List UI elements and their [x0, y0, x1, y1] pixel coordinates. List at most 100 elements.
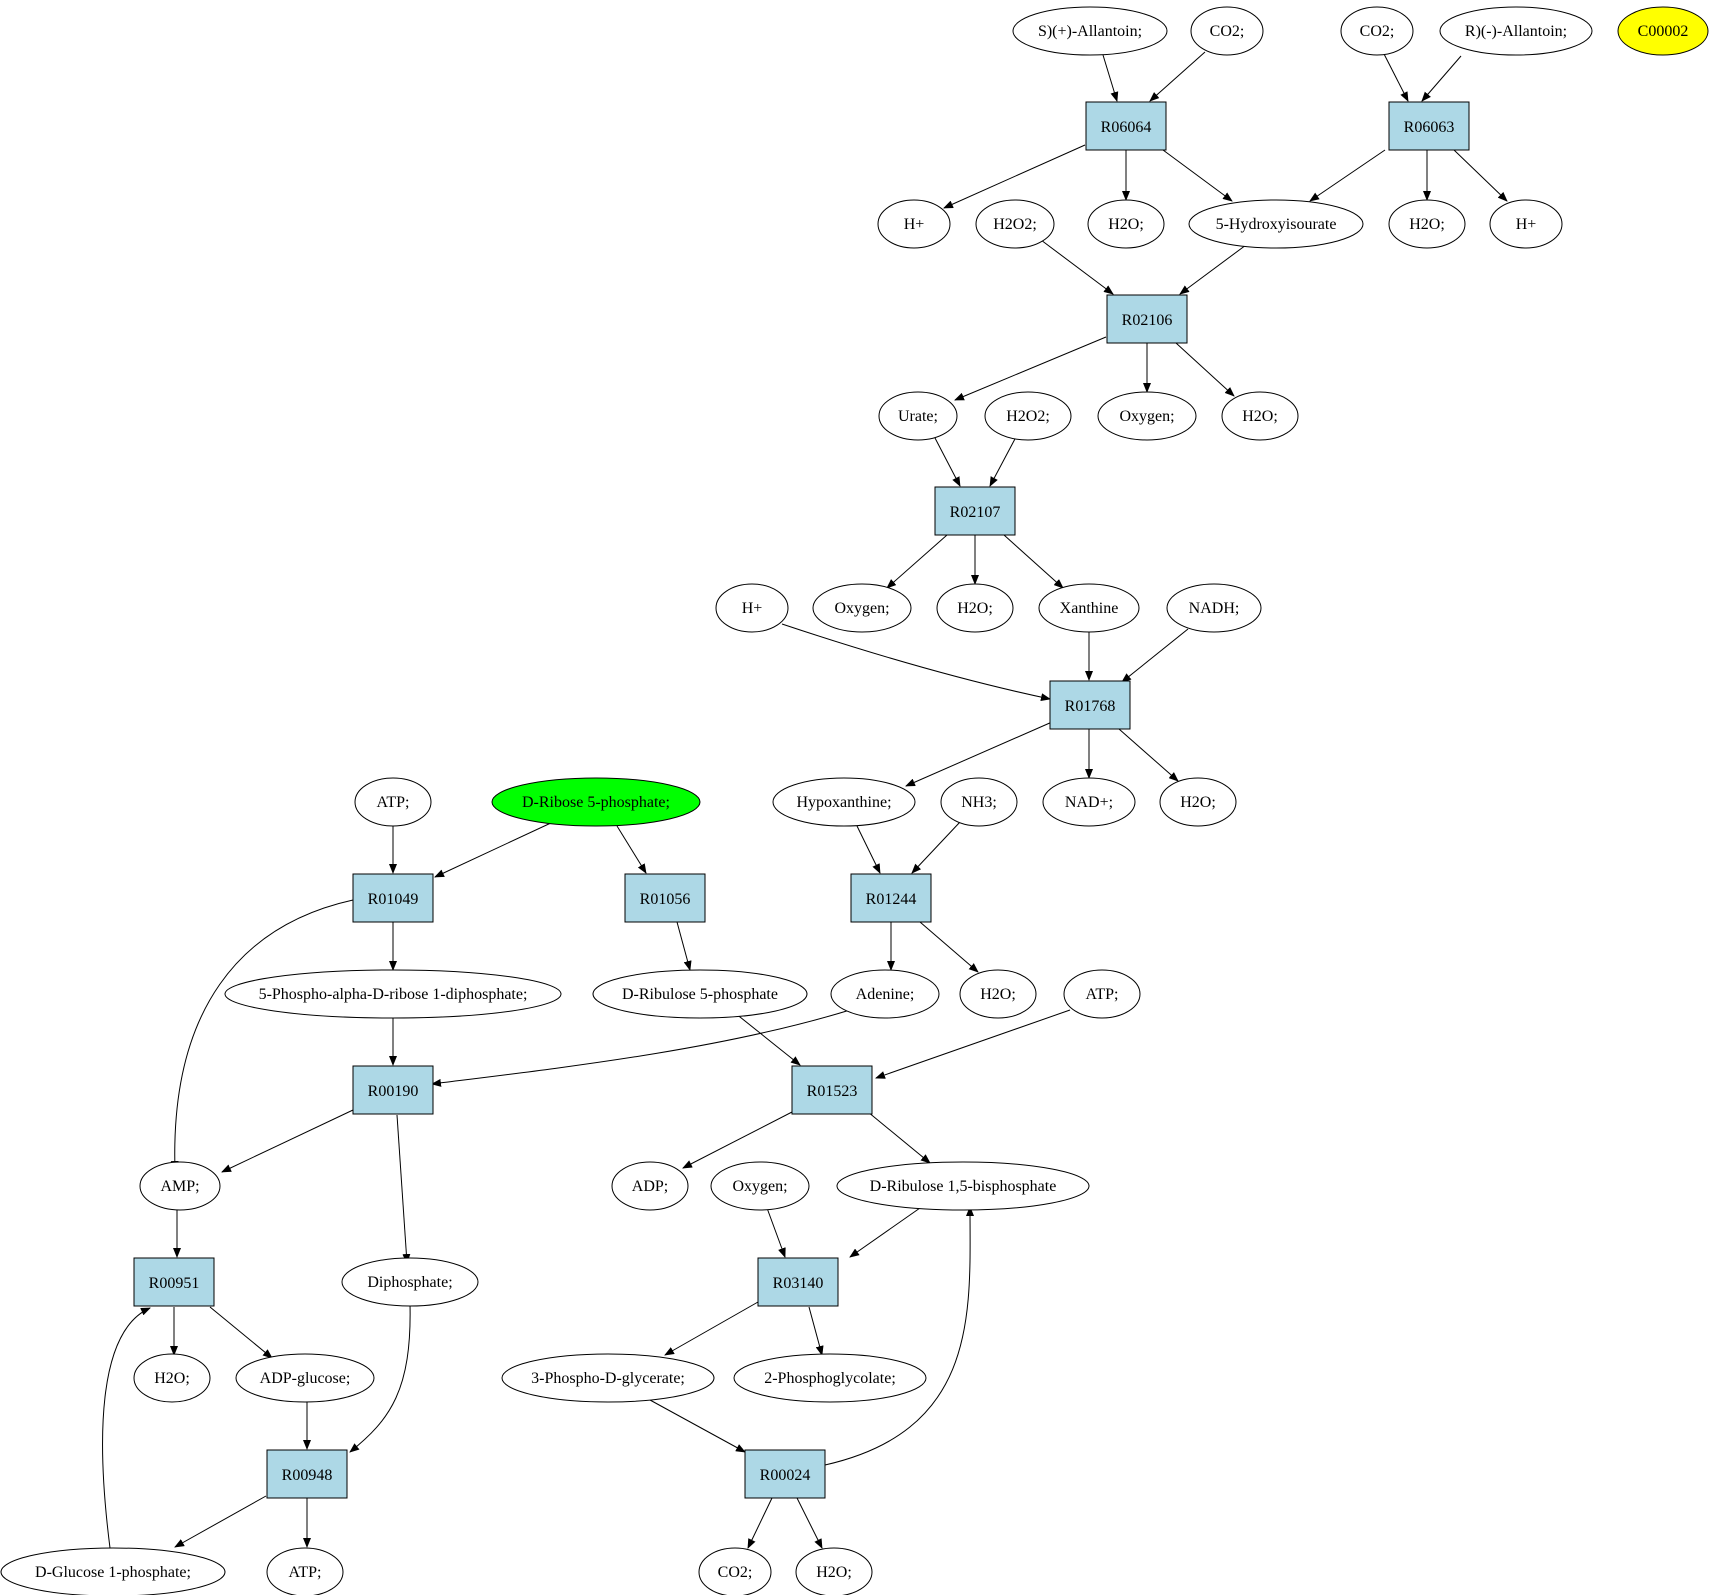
compound-node-oxygen[interactable]: Oxygen; [1097, 391, 1197, 441]
reaction-node-r00024[interactable]: R00024 [744, 1449, 826, 1499]
reaction-node-r01523[interactable]: R01523 [791, 1065, 873, 1115]
compound-node-hypoxanthine[interactable]: Hypoxanthine; [772, 777, 916, 827]
edge-adenine-to-r00190 [431, 1009, 851, 1087]
compound-node-h2o[interactable]: H2O; [959, 969, 1037, 1019]
compound-node-atp[interactable]: ATP; [354, 777, 432, 827]
compound-node-atp[interactable]: ATP; [266, 1547, 344, 1595]
reaction-label: R01244 [866, 891, 917, 908]
edge-s-allantoin-to-r06064 [1102, 54, 1119, 102]
compound-node-2-phosphoglycolate[interactable]: 2-Phosphoglycolate; [733, 1353, 927, 1403]
compound-node-prpp[interactable]: 5-Phospho-alpha-D-ribose 1-diphosphate; [224, 969, 562, 1019]
compound-node-hplus[interactable]: H+ [877, 199, 951, 249]
reaction-node-r02106[interactable]: R02106 [1106, 294, 1188, 344]
compound-node-r-allantoin[interactable]: R)(-)-Allantoin; [1439, 6, 1593, 56]
edge-r00948-to-glucose1p [174, 1495, 267, 1548]
edge-r00190-to-amp [221, 1109, 354, 1173]
compound-label: CO2; [1210, 23, 1245, 40]
compound-node-amp[interactable]: AMP; [139, 1161, 221, 1211]
compound-node-3-phospho-d-glycerate[interactable]: 3-Phospho-D-glycerate; [501, 1353, 715, 1403]
reaction-node-r00948[interactable]: R00948 [266, 1449, 348, 1499]
compound-node-adenine[interactable]: Adenine; [830, 969, 940, 1019]
edge-r00951-to-adp-glucose [209, 1306, 273, 1359]
compound-label: C00002 [1638, 23, 1689, 40]
reaction-label: R01523 [807, 1083, 858, 1100]
edge-r02106-to-urate [954, 336, 1107, 401]
compound-node-h2o[interactable]: H2O; [1087, 199, 1165, 249]
edge-co2-to-r06063 [1382, 51, 1409, 102]
compound-node-hplus[interactable]: H+ [715, 583, 789, 633]
compound-node-oxygen[interactable]: Oxygen; [710, 1161, 810, 1211]
reaction-label: R01049 [368, 891, 419, 908]
compound-node-h2o[interactable]: H2O; [1159, 777, 1237, 827]
compound-node-ribulose-5-phosphate[interactable]: D-Ribulose 5-phosphate [592, 969, 808, 1019]
reaction-node-r02107[interactable]: R02107 [934, 486, 1016, 536]
compound-node-c00002[interactable]: C00002 [1617, 6, 1709, 56]
compound-label: H2O; [957, 600, 993, 617]
compound-node-co2[interactable]: CO2; [698, 1547, 772, 1595]
compound-node-nh3[interactable]: NH3; [940, 777, 1018, 827]
compound-node-h2o[interactable]: H2O; [795, 1547, 873, 1595]
compound-label: Hypoxanthine; [796, 794, 891, 811]
compound-node-s-allantoin[interactable]: S)(+)-Allantoin; [1012, 6, 1168, 56]
compound-node-co2[interactable]: CO2; [1340, 6, 1414, 56]
reaction-node-r01056[interactable]: R01056 [624, 873, 706, 923]
compound-label: D-Ribose 5-phosphate; [522, 794, 670, 811]
compound-node-adp-glucose[interactable]: ADP-glucose; [235, 1353, 375, 1403]
reaction-node-r01049[interactable]: R01049 [352, 873, 434, 923]
reaction-node-r00951[interactable]: R00951 [133, 1257, 215, 1307]
compound-label: Diphosphate; [367, 1274, 452, 1291]
reaction-node-r03140[interactable]: R03140 [757, 1257, 839, 1307]
compound-label: NAD+; [1065, 794, 1113, 811]
compound-label: Urate; [898, 408, 938, 425]
compound-label: H2O; [816, 1564, 852, 1581]
compound-node-adp[interactable]: ADP; [611, 1161, 689, 1211]
compound-node-nadplus[interactable]: NAD+; [1042, 777, 1136, 827]
edge-diphosphate-to-r00948 [349, 1303, 411, 1453]
compound-node-oxygen[interactable]: Oxygen; [812, 583, 912, 633]
reaction-node-r00190[interactable]: R00190 [352, 1065, 434, 1115]
compound-node-h2o2[interactable]: H2O2; [984, 391, 1072, 441]
compound-node-ribulose-bisphosphate[interactable]: D-Ribulose 1,5-bisphosphate [836, 1161, 1090, 1211]
compound-label: H2O; [1108, 216, 1144, 233]
compound-node-h2o[interactable]: H2O; [936, 583, 1014, 633]
compound-label: CO2; [1360, 23, 1395, 40]
edge-r06064-to-hplus [943, 144, 1086, 209]
reaction-label: R06063 [1404, 119, 1455, 136]
reaction-node-r01244[interactable]: R01244 [850, 873, 932, 923]
compound-label: D-Ribulose 5-phosphate [622, 986, 778, 1003]
compound-node-h2o[interactable]: H2O; [133, 1353, 211, 1403]
compound-label: H2O2; [1006, 408, 1050, 425]
compound-label: D-Ribulose 1,5-bisphosphate [870, 1178, 1057, 1195]
compound-node-ribose-5-phosphate[interactable]: D-Ribose 5-phosphate; [491, 777, 701, 827]
edge-glucose1p-to-r00951 [102, 1307, 151, 1549]
compound-node-h2o[interactable]: H2O; [1388, 199, 1466, 249]
reaction-node-r06064[interactable]: R06064 [1085, 101, 1167, 151]
edge-r03140-to-pga [664, 1301, 759, 1356]
compound-label: CO2; [718, 1564, 753, 1581]
reaction-node-r01768[interactable]: R01768 [1049, 680, 1131, 730]
compound-label: ADP; [632, 1178, 668, 1195]
compound-node-atp[interactable]: ATP; [1063, 969, 1141, 1019]
reaction-label: R00948 [282, 1467, 333, 1484]
edge-r01244-to-h2o [919, 921, 979, 973]
compound-node-co2[interactable]: CO2; [1190, 6, 1264, 56]
compound-label: Oxygen; [834, 600, 889, 617]
reaction-label: R02107 [950, 504, 1001, 521]
compound-label: H2O; [1180, 794, 1216, 811]
compound-node-d-glucose-1-phosphate[interactable]: D-Glucose 1-phosphate; [0, 1547, 226, 1595]
compound-node-nadh[interactable]: NADH; [1166, 583, 1262, 633]
compound-node-hplus[interactable]: H+ [1489, 199, 1563, 249]
edge-hydroxyisourate-to-r02106 [1179, 244, 1247, 295]
compound-label: 3-Phospho-D-glycerate; [531, 1370, 685, 1387]
edge-h2o2-to-r02107 [989, 436, 1017, 487]
compound-label: H2O; [1409, 216, 1445, 233]
compound-node-diphosphate[interactable]: Diphosphate; [341, 1257, 479, 1307]
compound-label: 5-Phospho-alpha-D-ribose 1-diphosphate; [259, 986, 528, 1003]
compound-node-hydroxyisourate[interactable]: 5-Hydroxyisourate [1188, 199, 1364, 249]
compound-node-h2o2[interactable]: H2O2; [975, 199, 1055, 249]
compound-node-xanthine[interactable]: Xanthine [1038, 583, 1140, 633]
reaction-node-r06063[interactable]: R06063 [1388, 101, 1470, 151]
compound-node-h2o[interactable]: H2O; [1221, 391, 1299, 441]
edge-pga-to-r00024 [649, 1399, 746, 1453]
compound-node-urate[interactable]: Urate; [878, 391, 958, 441]
